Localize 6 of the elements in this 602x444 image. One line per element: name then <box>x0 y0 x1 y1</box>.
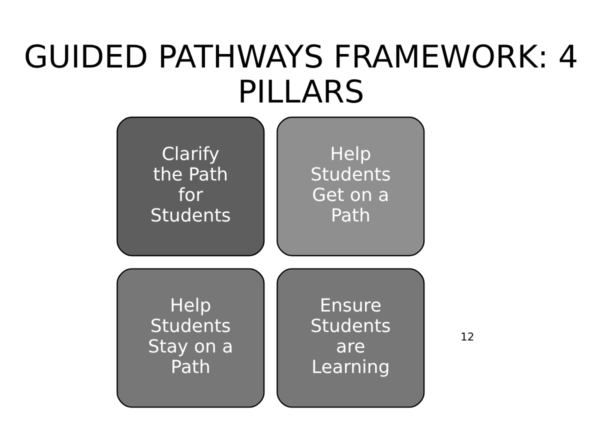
node-box: Help Students Get on a Path <box>276 116 425 256</box>
node-box: Help Students Stay on a Path <box>116 268 265 408</box>
diagram-title: GUIDED PATHWAYS FRAMEWORK: 4 PILLARS <box>24 39 578 110</box>
node-box: Ensure Students are Learning <box>276 268 425 408</box>
node-box: Clarify the Path for Students <box>116 116 265 256</box>
label: 12 <box>460 330 474 344</box>
